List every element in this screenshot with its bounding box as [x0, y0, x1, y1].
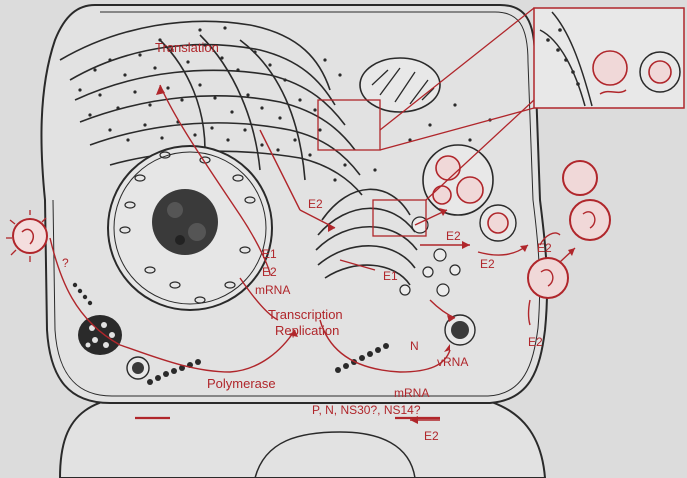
label-e2-er: E2: [308, 197, 323, 211]
label-e1-golgi: E1: [383, 269, 398, 283]
label-e2-bottom: E2: [424, 429, 439, 443]
label-e1-nuc: E1: [262, 247, 277, 261]
label-mrna-bottom: mRNA: [394, 386, 429, 400]
label-e2-nuc: E2: [262, 265, 277, 279]
label-e2-golgi-b: E2: [480, 257, 495, 271]
label-e2-golgi-a: E2: [446, 229, 461, 243]
label-proteins: P, N, NS30?, NS14?: [312, 403, 421, 417]
label-transcription: Transcription: [268, 307, 343, 322]
label-e2-bud: E2: [537, 241, 552, 255]
label-question: ?: [62, 256, 69, 270]
label-vrna: vRNA: [437, 355, 468, 369]
label-replication: Replication: [275, 323, 339, 338]
label-e2-outside: E2: [528, 335, 543, 349]
label-polymerase: Polymerase: [207, 376, 276, 391]
nucleus: [108, 146, 272, 310]
mitochondrion: [360, 58, 440, 112]
label-mrna-top: mRNA: [255, 283, 290, 297]
inclusion-body: [78, 315, 122, 355]
label-translation: Translation: [155, 40, 219, 55]
nucleolus: [152, 189, 218, 255]
granule: [127, 357, 149, 379]
entering-virion: [6, 210, 47, 262]
label-n: N: [410, 339, 419, 353]
